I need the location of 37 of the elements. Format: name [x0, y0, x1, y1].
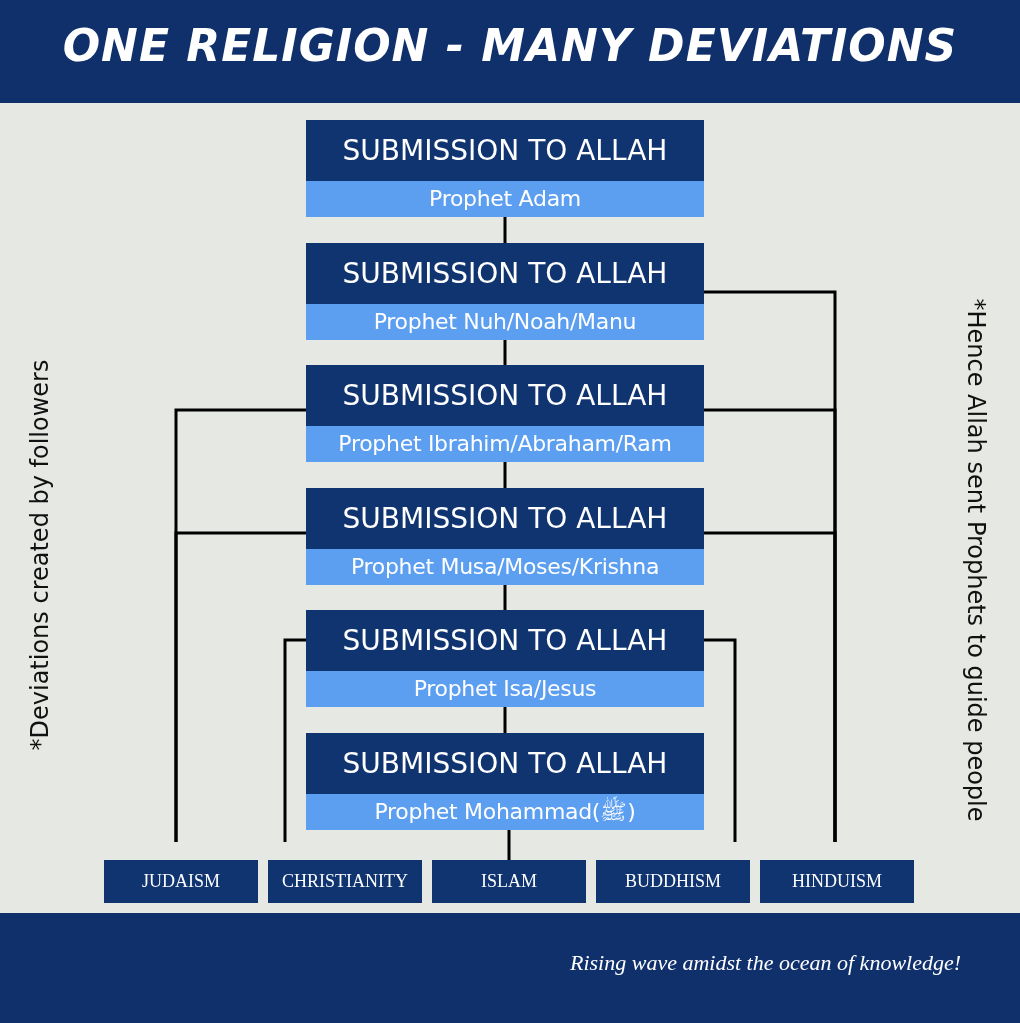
side-note: *Hence Allah sent Prophets to guide people: [961, 298, 990, 822]
title: ONE RELIGION - MANY DEVIATIONS: [61, 20, 959, 71]
religion-box: BUDDHISM: [596, 860, 750, 903]
connector-line: [503, 585, 507, 610]
connector-line: [283, 638, 306, 842]
card-heading: SUBMISSION TO ALLAH: [306, 243, 704, 304]
connector-line: [174, 531, 306, 842]
prophet-name: Prophet Mohammad(ﷺ): [306, 794, 704, 830]
prophet-name: Prophet Adam: [306, 181, 704, 217]
card-heading: SUBMISSION TO ALLAH: [306, 120, 704, 181]
prophet-name: Prophet Isa/Jesus: [306, 671, 704, 707]
card-heading: SUBMISSION TO ALLAH: [306, 610, 704, 671]
prophet-card: [306, 488, 704, 585]
prophet-card: [306, 120, 704, 217]
prophet-name: Prophet Nuh/Noah/Manu: [306, 304, 704, 340]
side-note: *Deviations created by followers: [26, 359, 54, 751]
prophet-card: [306, 610, 704, 707]
prophet-card: [306, 733, 704, 830]
religion-box: ISLAM: [432, 860, 586, 903]
card-heading: SUBMISSION TO ALLAH: [306, 733, 704, 794]
connector-line: [507, 830, 511, 860]
connector-line: [503, 217, 507, 243]
connector-line: [704, 638, 737, 842]
religion-box: HINDUISM: [760, 860, 914, 903]
connector-line: [503, 340, 507, 365]
prophet-card: [306, 243, 704, 340]
connector-line: [503, 707, 507, 733]
card-heading: SUBMISSION TO ALLAH: [306, 488, 704, 549]
connector-line: [503, 462, 507, 488]
prophet-card: [306, 365, 704, 462]
tagline: Rising wave amidst the ocean of knowledge!: [570, 950, 962, 976]
religion-box: CHRISTIANITY: [268, 860, 422, 903]
prophet-name: Prophet Musa/Moses/Krishna: [306, 549, 704, 585]
religion-box: JUDAISM: [104, 860, 258, 903]
card-heading: SUBMISSION TO ALLAH: [306, 365, 704, 426]
connector-line: [704, 531, 837, 842]
prophet-name: Prophet Ibrahim/Abraham/Ram: [306, 426, 704, 462]
